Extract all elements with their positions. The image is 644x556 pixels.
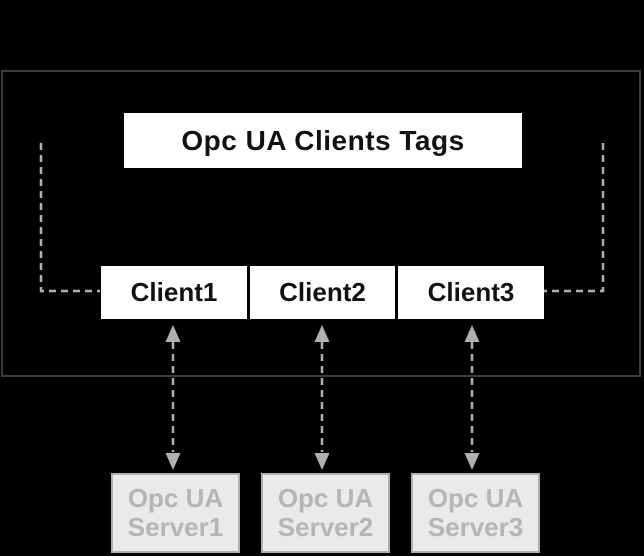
- server1-label-line1: Opc UA: [127, 483, 224, 513]
- down-arrowhead-icon: [464, 453, 480, 470]
- up-arrowhead-icon: [464, 325, 480, 342]
- server3-label-line2: Server3: [427, 512, 524, 542]
- clients-group-box: [1, 70, 641, 377]
- server2-box: Opc UA Server2: [261, 473, 390, 553]
- client1-label: Client1: [130, 277, 218, 307]
- down-arrowhead-icon: [165, 453, 181, 470]
- clients-tags-box: Opc UA Clients Tags: [124, 113, 522, 168]
- client3-server3-double-arrow-icon: [464, 325, 480, 470]
- client1-server1-double-arrow-icon: [165, 325, 181, 470]
- server2-label-line2: Server2: [277, 512, 374, 542]
- server1-box: Opc UA Server1: [111, 473, 240, 553]
- client2-server2-double-arrow-icon: [314, 325, 330, 470]
- server1-label-line2: Server1: [127, 512, 224, 542]
- up-arrowhead-icon: [314, 325, 330, 342]
- client3-box: Client3: [398, 266, 544, 319]
- client2-box: Client2: [250, 266, 395, 319]
- up-arrowhead-icon: [165, 325, 181, 342]
- client3-label: Client3: [427, 277, 515, 307]
- down-arrowhead-icon: [314, 453, 330, 470]
- server3-box: Opc UA Server3: [411, 473, 540, 553]
- client2-label: Client2: [279, 277, 366, 307]
- right-dashed-connector: [544, 143, 605, 293]
- server3-label-line1: Opc UA: [427, 483, 524, 513]
- clients-tags-label: Opc UA Clients Tags: [181, 124, 465, 156]
- server2-label-line1: Opc UA: [277, 483, 374, 513]
- client1-box: Client1: [101, 266, 247, 319]
- left-dashed-connector: [39, 143, 100, 293]
